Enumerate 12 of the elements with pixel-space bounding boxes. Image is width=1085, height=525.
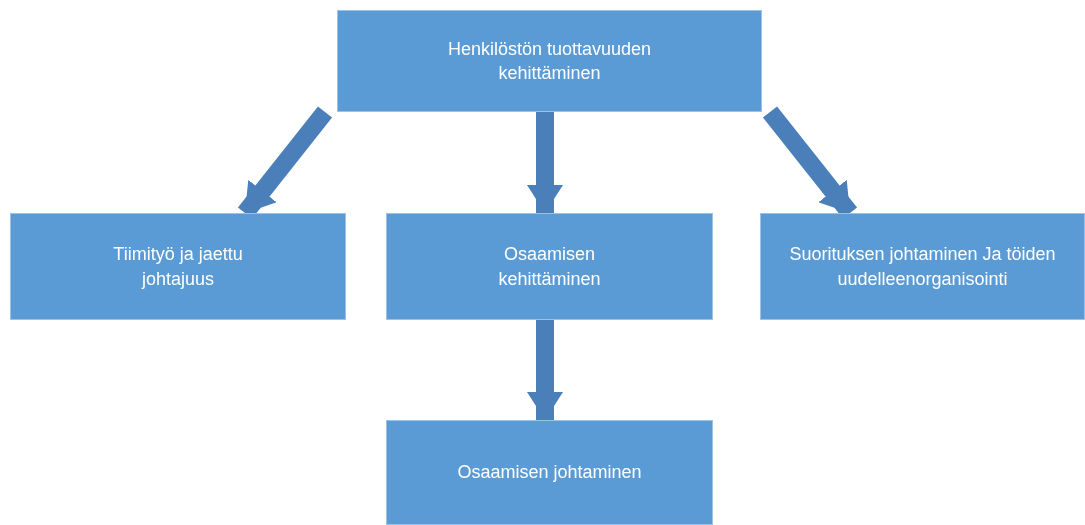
box-label: Tiimityö ja jaettu johtajuus [112,243,244,291]
process-box [10,213,346,320]
block-arrow [527,320,563,420]
box-label: Osaamisen kehittäminen [497,243,602,291]
box-label: Osaamisen johtaminen [457,461,642,485]
process-box [760,213,1085,320]
box-label: Suorituksen johtaminen Ja töiden uudelleenorganisointi [788,243,1057,291]
box-label: Henkilöstön tuottavuuden kehittäminen [446,37,653,85]
process-box [386,213,713,320]
process-box [337,10,762,112]
block-arrow [527,112,563,213]
process-box [386,420,713,525]
